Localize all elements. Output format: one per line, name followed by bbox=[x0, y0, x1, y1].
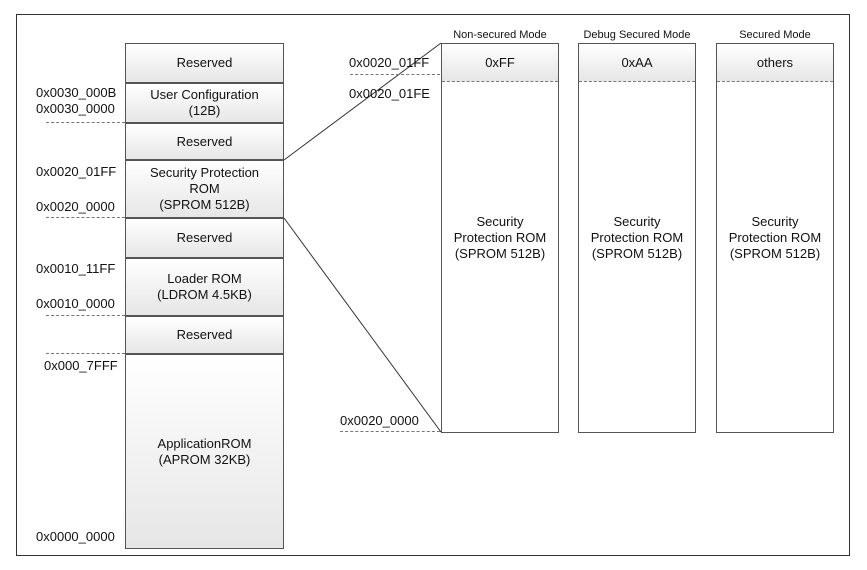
block-ldrom: Loader ROM (LDROM 4.5KB) bbox=[125, 258, 284, 316]
block-reserved-2: Reserved bbox=[125, 123, 284, 160]
mode-column-non-secured: 0xFF Security Protection ROM (SPROM 512B… bbox=[441, 43, 559, 433]
addr-divider bbox=[46, 122, 125, 123]
addr-ldrom-end: 0x0010_11FF bbox=[36, 261, 116, 276]
addr-user-config-start: 0x0030_0000 bbox=[36, 101, 115, 116]
mode-value: others bbox=[717, 44, 833, 82]
addr-divider bbox=[46, 217, 125, 218]
mode-body-label: Security Protection ROM (SPROM 512B) bbox=[728, 214, 822, 261]
block-label: Reserved bbox=[176, 133, 233, 149]
mode-title-secured: Secured Mode bbox=[739, 29, 811, 41]
mode-body-label: Security Protection ROM (SPROM 512B) bbox=[590, 214, 684, 261]
mode-column-debug-secured: 0xAA Security Protection ROM (SPROM 512B… bbox=[578, 43, 696, 433]
block-sprom: Security Protection ROM (SPROM 512B) bbox=[125, 160, 284, 218]
block-label: Reserved bbox=[176, 230, 233, 245]
addr-sprom-end: 0x0020_01FF bbox=[36, 164, 117, 179]
addr-user-config-end: 0x0030_000B bbox=[36, 85, 117, 100]
addr-divider bbox=[340, 431, 440, 432]
block-label: Loader ROM (LDROM 4.5KB) bbox=[157, 271, 252, 302]
mode-value: 0xAA bbox=[579, 44, 695, 82]
addr-divider bbox=[350, 74, 440, 75]
mode-title-debug-secured: Debug Secured Mode bbox=[583, 29, 691, 41]
diagram-frame bbox=[16, 14, 850, 556]
mode-body-label: Security Protection ROM (SPROM 512B) bbox=[453, 214, 547, 261]
block-label: User Configuration (12B) bbox=[150, 87, 259, 118]
block-aprom: ApplicationROM (APROM 32KB) bbox=[125, 354, 284, 549]
mode-column-secured: others Security Protection ROM (SPROM 51… bbox=[716, 43, 834, 433]
block-label: Reserved bbox=[176, 55, 233, 70]
detail-addr-top: 0x0020_01FF bbox=[349, 55, 430, 70]
mode-title-non-secured: Non-secured Mode bbox=[453, 29, 547, 41]
addr-aprom-start: 0x0000_0000 bbox=[36, 529, 115, 544]
block-reserved-top: Reserved bbox=[125, 43, 284, 83]
block-reserved-4: Reserved bbox=[125, 316, 284, 354]
block-reserved-3: Reserved bbox=[125, 218, 284, 258]
block-user-configuration: User Configuration (12B) bbox=[125, 83, 284, 123]
addr-divider bbox=[46, 353, 125, 354]
block-label: Reserved bbox=[176, 327, 233, 342]
addr-sprom-start: 0x0020_0000 bbox=[36, 199, 115, 214]
detail-addr-bottom: 0x0020_0000 bbox=[340, 413, 419, 428]
addr-aprom-end: 0x000_7FFF bbox=[44, 358, 118, 373]
addr-ldrom-start: 0x0010_0000 bbox=[36, 296, 115, 311]
addr-divider bbox=[46, 315, 125, 316]
detail-addr-second: 0x0020_01FE bbox=[349, 86, 430, 101]
mode-value: 0xFF bbox=[442, 44, 558, 82]
block-label: ApplicationROM (APROM 32KB) bbox=[157, 435, 252, 467]
block-label: Security Protection ROM (SPROM 512B) bbox=[149, 165, 260, 212]
